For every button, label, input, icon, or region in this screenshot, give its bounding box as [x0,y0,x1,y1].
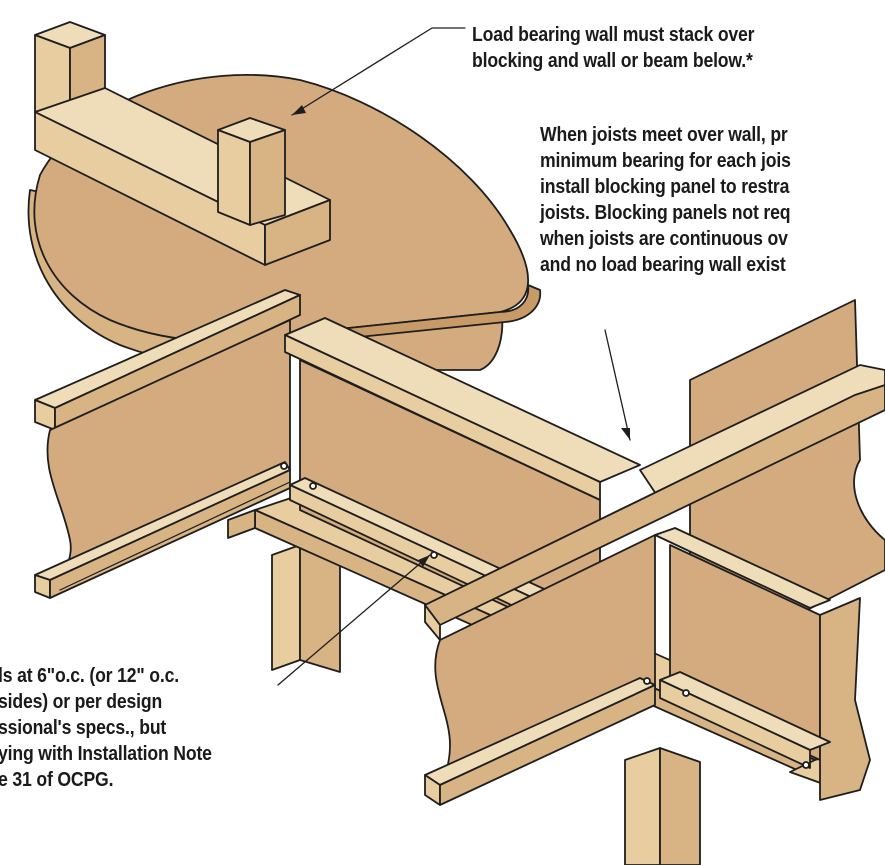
arrowhead-joists [621,428,630,440]
joist-front-right [643,527,871,801]
leader-wall [291,27,466,116]
arrowheads [292,105,630,567]
arrowhead-nails [418,555,430,567]
top-wall-frame [34,21,331,266]
joist-left-back [34,289,301,599]
leader-nails [277,554,431,686]
callout-joists-over-wall: When joists meet over wall, pr minimum b… [540,123,791,276]
support-post-left [271,544,341,673]
arrowhead-wall [292,105,306,115]
callout-load-bearing-wall: Load bearing wall must stack over blocki… [472,23,755,72]
support-post-right [624,747,701,865]
leader-lines [277,27,631,686]
joist-cross-front [280,384,885,806]
callout-nail-spacing: ls at 6"o.c. (or 12" o.c. sides) or per … [0,664,212,791]
leader-joists [604,329,631,441]
